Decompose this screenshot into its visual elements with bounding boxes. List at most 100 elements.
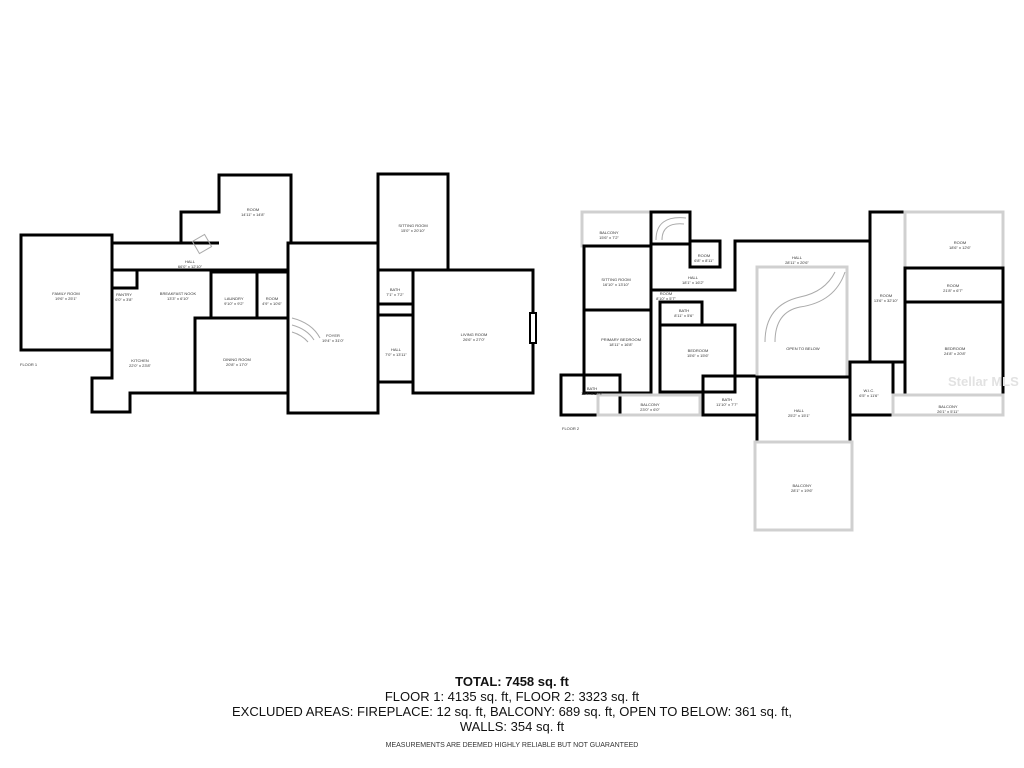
- room-dimensions: 7'1" x 7'2": [386, 292, 404, 297]
- foyer-outline: [286, 241, 380, 415]
- room-dimensions: 26'6" x 27'0": [463, 337, 486, 342]
- area-summary: TOTAL: 7458 sq. ft FLOOR 1: 4135 sq. ft,…: [0, 674, 1024, 749]
- room-name: HALL: [185, 259, 196, 264]
- room-name: ROOM: [266, 296, 278, 301]
- staircase-icon: [764, 271, 846, 343]
- room-dimensions: 6'0" x 3'8": [115, 297, 133, 302]
- room-name: BATH: [722, 397, 732, 402]
- disclaimer: MEASUREMENTS ARE DEEMED HIGHLY RELIABLE …: [385, 742, 639, 749]
- room-outline: [255, 270, 290, 320]
- room-name: BEDROOM: [945, 346, 966, 351]
- room-dimensions: 19'4" x 31'0": [322, 338, 345, 343]
- room-name: LIVING ROOM: [461, 332, 488, 337]
- room-dimensions: 9'10" x 9'2": [224, 301, 244, 306]
- room-dimensions: 18'6" x 12'6": [949, 245, 972, 250]
- room-dimensions: 12'4" x 10'9": [581, 391, 604, 396]
- floor-1-labels: FLOOR 1: [20, 362, 38, 367]
- walls-area: WALLS: 354 sq. ft: [459, 719, 565, 734]
- room-dimensions: 8'10" x 5'7": [656, 296, 676, 301]
- fireplace: [529, 312, 537, 344]
- room-name: BREAKFAST NOOK: [160, 291, 197, 296]
- balcony-outline: [891, 393, 1005, 417]
- room-dimensions: 22'0" x 23'8": [129, 363, 152, 368]
- room-name: HALL: [794, 408, 805, 413]
- laundry-outline: [209, 270, 259, 320]
- room-dimensions: 18'11" x 16'8": [609, 342, 633, 347]
- floor-label: FLOOR 2: [562, 426, 580, 431]
- room-name: PANTRY: [116, 292, 132, 297]
- floor-areas: FLOOR 1: 4135 sq. ft, FLOOR 2: 3323 sq. …: [384, 689, 640, 704]
- staircase-icon: [191, 233, 213, 255]
- hall-outline: [112, 173, 293, 245]
- room-dimensions: 13'6" x 32'10": [874, 298, 899, 303]
- floor-1-walls: [19, 172, 537, 415]
- room-dimensions: 8'11" x 5'6": [674, 313, 694, 318]
- room-outline: [688, 239, 722, 269]
- room-dimensions: 15'0" x 20'10": [401, 228, 426, 233]
- primary-bedroom-outline: [582, 308, 653, 395]
- pantry-outline: [110, 268, 139, 290]
- room-name: BATH: [679, 308, 689, 313]
- room-name: FOYER: [326, 333, 340, 338]
- stairwell-outline: [649, 210, 692, 246]
- total-area: TOTAL: 7458 sq. ft: [455, 674, 569, 689]
- room-name: ROOM: [954, 240, 966, 245]
- balcony-outline: [580, 210, 653, 248]
- room-dimensions: 19'6" x 25'1": [55, 296, 78, 301]
- room-dimensions: 21'8" x 6'7": [943, 288, 963, 293]
- room-name: PRIMARY BEDROOM: [601, 337, 641, 342]
- room-dimensions: 13'3" x 6'10": [167, 296, 190, 301]
- room-name: ROOM: [947, 283, 959, 288]
- balcony-outline: [753, 440, 854, 532]
- room-name: HALL: [688, 275, 699, 280]
- excluded-areas: EXCLUDED AREAS: FIREPLACE: 12 sq. ft, BA…: [232, 704, 792, 719]
- room-dimensions: 28'11" x 20'6": [785, 260, 809, 265]
- room-name: HALL: [792, 255, 803, 260]
- room-name: KITCHEN: [131, 358, 149, 363]
- room-dimensions: 15'6" x 15'6": [687, 353, 710, 358]
- room-dimensions: 7'0" x 13'11": [385, 352, 407, 357]
- room-dimensions: 66'0" x 12'10": [178, 264, 203, 269]
- room-dimensions: 11'10" x 7'7": [716, 402, 738, 407]
- dining-room-outline: [193, 316, 290, 395]
- staircase-icon: [655, 217, 687, 241]
- room-dimensions: 14'11" x 14'8": [241, 212, 265, 217]
- room-dimensions: 4'9" x 10'6": [262, 301, 282, 306]
- room-dimensions: 15'6" x 7'2": [599, 235, 619, 240]
- room-dimensions: 16'10" x 13'10": [603, 282, 630, 287]
- floor-label: FLOOR 1: [20, 362, 38, 367]
- hall-outline: [649, 239, 870, 292]
- kitchen-outline: [90, 268, 288, 414]
- watermark: Stellar MLS: [948, 374, 1019, 389]
- room-name: BEDROOM: [688, 348, 709, 353]
- room-name: BALCONY: [792, 483, 811, 488]
- room-dimensions: 6'5" x 11'6": [859, 393, 879, 398]
- bath-outline: [701, 374, 759, 417]
- room-name: LAUNDRY: [224, 296, 243, 301]
- room-name: BALCONY: [599, 230, 618, 235]
- room-dimensions: 6'8" x 8'11": [694, 258, 714, 263]
- wic-outline: [848, 360, 895, 417]
- room-dimensions: 26'1" x 5'11": [937, 409, 959, 414]
- sitting-room-outline: [376, 172, 450, 272]
- bedroom-outline: [658, 323, 737, 394]
- room-name: W.I.C.: [864, 388, 875, 393]
- open-to-below-outline: [755, 265, 849, 379]
- room-dimensions: 23'0" x 6'0": [640, 407, 660, 412]
- room-name: SITTING ROOM: [398, 223, 427, 228]
- room-name: FAMILY ROOM: [52, 291, 79, 296]
- room-name: ROOM: [247, 207, 259, 212]
- room-dimensions: 20'8" x 17'0": [226, 362, 249, 367]
- room-name: SITTING ROOM: [601, 277, 630, 282]
- room-name: ROOM: [698, 253, 710, 258]
- room-dimensions: 28'1" x 19'6": [791, 488, 814, 493]
- room-name: OPEN TO BELOW: [786, 346, 820, 351]
- room-name: ROOM: [880, 293, 892, 298]
- room-name: ROOM: [660, 291, 672, 296]
- staircase-icon: [291, 317, 321, 343]
- room-name: BALCONY: [640, 402, 659, 407]
- room-dimensions: 18'1" x 16'2": [682, 280, 705, 285]
